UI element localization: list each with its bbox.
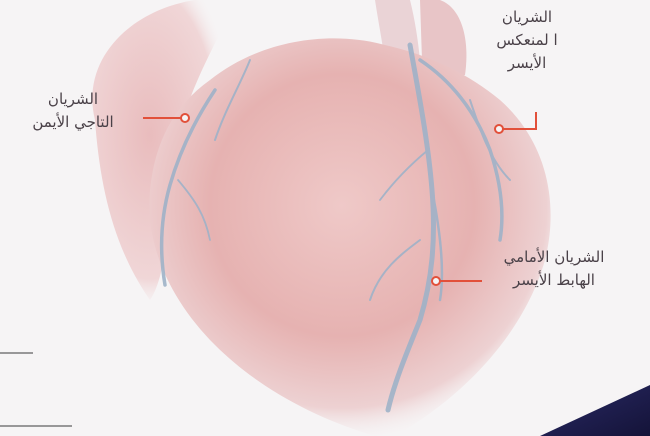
- label-line: الشريان الأمامي: [474, 246, 634, 269]
- label-left-anterior-descending: الشريان الأمامي الهابط الأيسر: [474, 246, 634, 292]
- label-line: الشريان: [484, 6, 570, 29]
- label-left-circumflex: الشريان ا لمنعكس الأيسر: [484, 6, 570, 75]
- label-line: التاجي الأيمن: [8, 111, 138, 134]
- label-line: الأيسر: [484, 52, 570, 75]
- label-right-coronary: الشريان التاجي الأيمن: [8, 88, 138, 134]
- corner-shape: [540, 385, 650, 436]
- label-line: الهابط الأيسر: [474, 269, 634, 292]
- label-line: الشريان: [8, 88, 138, 111]
- label-line: ا لمنعكس: [484, 29, 570, 52]
